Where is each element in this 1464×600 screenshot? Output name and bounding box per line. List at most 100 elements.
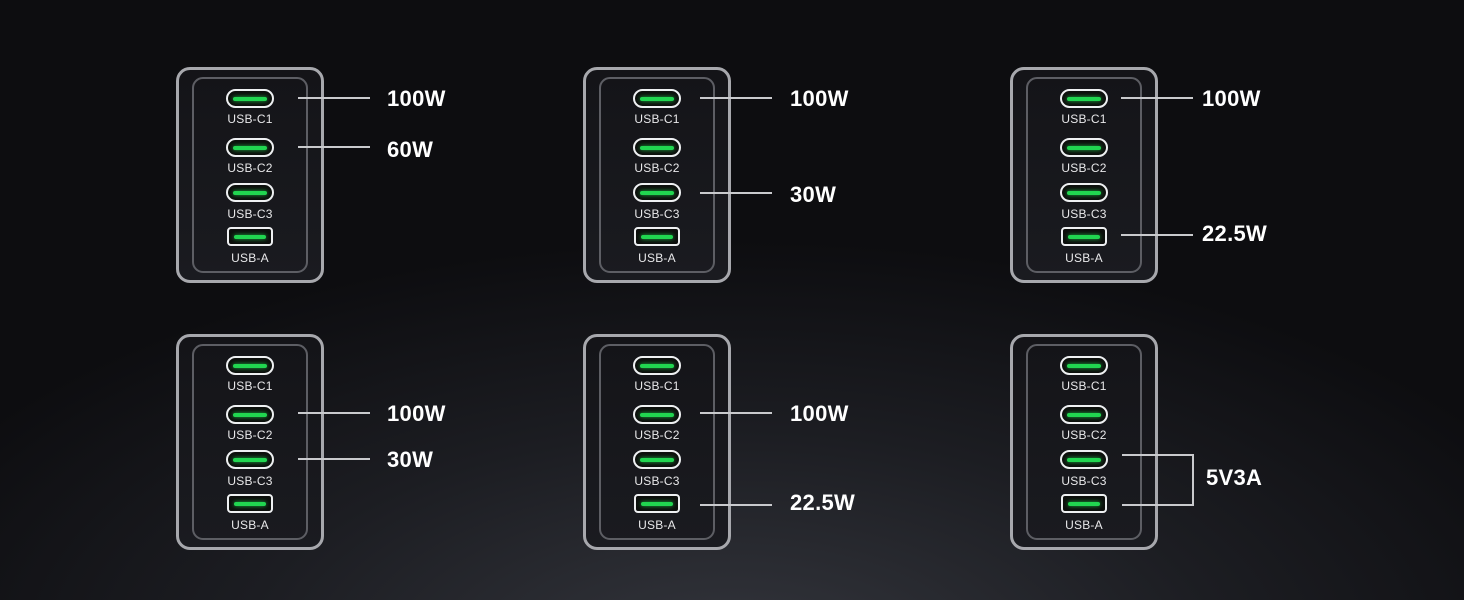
leader-line-c5-usb-a xyxy=(700,504,772,506)
usb-c2-label: USB-C2 xyxy=(227,161,273,175)
usb-c3-port xyxy=(226,183,274,202)
port-led-indicator xyxy=(1067,96,1101,101)
output-label: 100W xyxy=(1202,86,1261,111)
bracket-vertical-c6 xyxy=(1192,454,1194,506)
leader-line-c2-usb-c1 xyxy=(700,97,772,99)
port-led-indicator xyxy=(641,234,673,239)
usb-c3-port xyxy=(633,450,681,469)
usb-c1-port xyxy=(226,356,274,375)
usb-c2-label: USB-C2 xyxy=(634,161,680,175)
usb-c1-port xyxy=(1060,89,1108,108)
output-label: 22.5W xyxy=(790,490,856,515)
usb-c2-port xyxy=(1060,405,1108,424)
port-led-indicator xyxy=(640,363,674,368)
usb-a-port xyxy=(227,494,273,513)
usb-c1-label: USB-C1 xyxy=(634,379,680,393)
output-label: 30W xyxy=(790,182,837,207)
usb-c1-label: USB-C1 xyxy=(634,112,680,126)
output-label: 22.5W xyxy=(1202,221,1268,246)
port-led-indicator xyxy=(233,96,267,101)
usb-a-label: USB-A xyxy=(638,518,676,532)
leader-line-c5-usb-c2 xyxy=(700,412,772,414)
usb-a-port xyxy=(227,227,273,246)
usb-a-label: USB-A xyxy=(1065,251,1103,265)
port-led-indicator xyxy=(233,412,267,417)
bracket-line-c6-usb-a xyxy=(1122,504,1194,506)
usb-c3-label: USB-C3 xyxy=(1061,207,1107,221)
usb-c3-label: USB-C3 xyxy=(634,474,680,488)
port-led-indicator xyxy=(1067,412,1101,417)
usb-a-label: USB-A xyxy=(231,251,269,265)
usb-c2-port xyxy=(1060,138,1108,157)
charger-inner-frame xyxy=(1026,344,1142,540)
port-led-indicator xyxy=(640,96,674,101)
output-label: 60W xyxy=(387,137,434,162)
usb-c2-port xyxy=(226,138,274,157)
port-led-indicator xyxy=(1067,457,1101,462)
port-led-indicator xyxy=(1067,190,1101,195)
usb-c1-port xyxy=(1060,356,1108,375)
usb-c2-label: USB-C2 xyxy=(227,428,273,442)
charger-inner-frame xyxy=(192,77,308,273)
port-led-indicator xyxy=(234,234,266,239)
bracket-line-c6-usb-c3 xyxy=(1122,454,1194,456)
leader-line-c1-usb-c2 xyxy=(298,146,370,148)
usb-a-port xyxy=(1061,494,1107,513)
charger-config-5 xyxy=(583,334,731,550)
port-led-indicator xyxy=(640,190,674,195)
leader-line-c4-usb-c2 xyxy=(298,412,370,414)
usb-c1-label: USB-C1 xyxy=(1061,379,1107,393)
port-led-indicator xyxy=(234,501,266,506)
usb-c2-port xyxy=(633,138,681,157)
usb-c1-label: USB-C1 xyxy=(1061,112,1107,126)
port-led-indicator xyxy=(1068,234,1100,239)
usb-a-port xyxy=(634,227,680,246)
output-label-shared: 5V3A xyxy=(1206,465,1263,490)
output-label: 100W xyxy=(790,86,849,111)
output-label: 100W xyxy=(790,401,849,426)
charger-inner-frame xyxy=(192,344,308,540)
usb-c3-port xyxy=(1060,183,1108,202)
port-led-indicator xyxy=(233,190,267,195)
port-led-indicator xyxy=(233,145,267,150)
output-label: 30W xyxy=(387,447,434,472)
usb-a-label: USB-A xyxy=(638,251,676,265)
usb-c3-port xyxy=(226,450,274,469)
usb-a-port xyxy=(1061,227,1107,246)
usb-c1-port xyxy=(633,89,681,108)
port-led-indicator xyxy=(640,457,674,462)
charger-inner-frame xyxy=(599,344,715,540)
port-led-indicator xyxy=(640,412,674,417)
usb-c2-label: USB-C2 xyxy=(634,428,680,442)
output-label: 100W xyxy=(387,401,446,426)
leader-line-c3-usb-a xyxy=(1121,234,1193,236)
usb-c2-label: USB-C2 xyxy=(1061,428,1107,442)
leader-line-c1-usb-c1 xyxy=(298,97,370,99)
usb-a-label: USB-A xyxy=(1065,518,1103,532)
port-led-indicator xyxy=(233,457,267,462)
output-label: 100W xyxy=(387,86,446,111)
usb-c2-port xyxy=(226,405,274,424)
usb-c1-port xyxy=(226,89,274,108)
port-led-indicator xyxy=(1068,501,1100,506)
port-led-indicator xyxy=(233,363,267,368)
port-led-indicator xyxy=(641,501,673,506)
usb-c3-port xyxy=(1060,450,1108,469)
port-led-indicator xyxy=(640,145,674,150)
usb-c3-label: USB-C3 xyxy=(227,474,273,488)
usb-c3-label: USB-C3 xyxy=(634,207,680,221)
usb-a-label: USB-A xyxy=(231,518,269,532)
port-led-indicator xyxy=(1067,363,1101,368)
usb-c1-label: USB-C1 xyxy=(227,379,273,393)
usb-c3-port xyxy=(633,183,681,202)
usb-c3-label: USB-C3 xyxy=(1061,474,1107,488)
usb-c2-label: USB-C2 xyxy=(1061,161,1107,175)
usb-a-port xyxy=(634,494,680,513)
usb-c3-label: USB-C3 xyxy=(227,207,273,221)
usb-c2-port xyxy=(633,405,681,424)
charger-inner-frame xyxy=(599,77,715,273)
leader-line-c3-usb-c1 xyxy=(1121,97,1193,99)
leader-line-c2-usb-c3 xyxy=(700,192,772,194)
port-led-indicator xyxy=(1067,145,1101,150)
